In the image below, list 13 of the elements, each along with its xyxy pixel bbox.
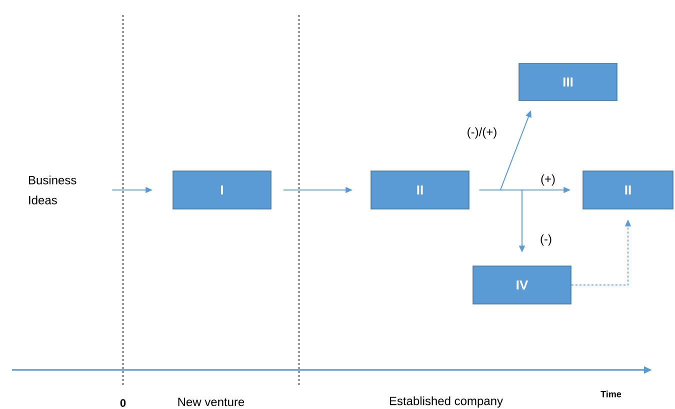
edge-label: (+) [540, 173, 556, 187]
edge-label: (-)/(+) [466, 126, 498, 140]
process-box: I [172, 170, 272, 210]
input-text: Business Ideas [29, 176, 76, 204]
edge-label: (-) [539, 233, 553, 247]
axis-label: 0 [120, 399, 126, 407]
process-box: IV [472, 266, 572, 304]
phase-label: New venture [178, 398, 244, 406]
axis-label: Time [600, 390, 622, 398]
process-box: III [518, 63, 618, 101]
process-box: II [582, 170, 674, 210]
process-box: II [370, 170, 470, 210]
phase-label: Established company [390, 396, 503, 408]
